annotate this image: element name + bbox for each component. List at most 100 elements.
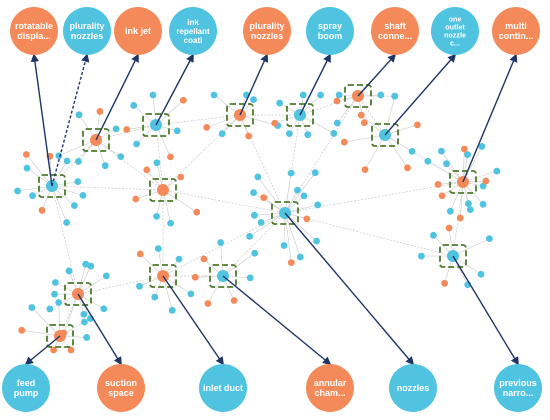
network-node[interactable] xyxy=(117,153,125,161)
network-node[interactable] xyxy=(479,182,487,190)
network-node[interactable] xyxy=(52,279,59,286)
network-node[interactable] xyxy=(167,219,174,227)
network-node[interactable] xyxy=(100,305,108,313)
network-node[interactable] xyxy=(67,346,75,354)
network-node[interactable] xyxy=(230,297,238,304)
network-node[interactable] xyxy=(430,231,437,239)
network-node[interactable] xyxy=(257,219,265,226)
network-node[interactable] xyxy=(187,290,195,298)
network-node[interactable] xyxy=(296,253,304,261)
network-node[interactable] xyxy=(74,158,82,165)
network-node[interactable] xyxy=(479,200,487,208)
network-node[interactable] xyxy=(65,267,73,275)
network-node[interactable] xyxy=(75,111,83,119)
network-node[interactable] xyxy=(14,187,21,195)
network-node[interactable] xyxy=(330,130,338,137)
network-node[interactable] xyxy=(175,255,183,263)
network-node[interactable] xyxy=(80,310,88,318)
network-node[interactable] xyxy=(63,157,71,165)
network-node[interactable] xyxy=(79,191,87,199)
network-node[interactable] xyxy=(333,119,341,127)
network-node[interactable] xyxy=(254,173,262,181)
network-node[interactable] xyxy=(304,131,312,139)
network-node[interactable] xyxy=(460,145,468,153)
network-node[interactable] xyxy=(271,119,279,127)
callout-node-inlet-duct[interactable]: inlet duct xyxy=(199,364,247,412)
network-node[interactable] xyxy=(96,108,104,115)
network-node[interactable] xyxy=(280,242,288,249)
network-node[interactable] xyxy=(153,159,161,167)
network-node[interactable] xyxy=(55,299,63,306)
network-node[interactable] xyxy=(18,326,26,334)
network-node[interactable] xyxy=(245,132,253,140)
network-node[interactable] xyxy=(260,194,268,202)
network-node[interactable] xyxy=(46,305,54,313)
network-node[interactable] xyxy=(136,282,143,290)
network-node[interactable] xyxy=(173,127,181,135)
network-node[interactable] xyxy=(482,177,490,185)
network-node[interactable] xyxy=(28,304,36,311)
network-node[interactable] xyxy=(133,140,140,148)
callout-node-nozzles[interactable]: nozzles xyxy=(389,364,437,412)
network-node[interactable] xyxy=(340,138,348,146)
network-node[interactable] xyxy=(286,130,293,138)
network-node[interactable] xyxy=(87,262,95,270)
network-node[interactable] xyxy=(441,279,448,287)
network-node[interactable] xyxy=(438,192,446,200)
network-node[interactable] xyxy=(287,169,295,177)
network-node[interactable] xyxy=(456,214,464,222)
network-node[interactable] xyxy=(446,207,454,215)
network-node[interactable] xyxy=(63,219,71,226)
network-node[interactable] xyxy=(417,252,425,260)
network-node[interactable] xyxy=(357,111,365,119)
network-node[interactable] xyxy=(333,97,341,105)
network-node[interactable] xyxy=(210,91,218,99)
network-node[interactable] xyxy=(250,189,257,196)
network-node[interactable] xyxy=(317,91,324,99)
network-node[interactable] xyxy=(55,152,63,160)
network-node[interactable] xyxy=(314,201,322,209)
network-node[interactable] xyxy=(360,119,368,127)
callout-node-previous[interactable]: previousnarro... xyxy=(494,364,542,412)
network-node[interactable] xyxy=(486,235,493,243)
network-node[interactable] xyxy=(218,130,226,138)
network-node[interactable] xyxy=(300,192,308,200)
network-node[interactable] xyxy=(74,178,82,186)
network-node[interactable] xyxy=(151,293,159,301)
network-node[interactable] xyxy=(193,208,201,216)
network-node[interactable] xyxy=(443,160,450,168)
network-node[interactable] xyxy=(38,206,46,214)
network-node[interactable] xyxy=(217,239,225,246)
network-node[interactable] xyxy=(276,99,284,107)
network-node[interactable] xyxy=(123,126,131,133)
network-node[interactable] xyxy=(335,91,343,99)
network-node[interactable] xyxy=(303,215,311,223)
network-node[interactable] xyxy=(23,164,31,172)
network-node[interactable] xyxy=(246,274,254,282)
network-node[interactable] xyxy=(83,334,91,341)
network-node[interactable] xyxy=(132,195,140,203)
network-node[interactable] xyxy=(445,224,453,232)
callout-node-multi[interactable]: multicontin... xyxy=(492,7,540,55)
network-node[interactable] xyxy=(414,121,421,129)
network-node[interactable] xyxy=(154,245,162,253)
network-node[interactable] xyxy=(22,151,30,158)
network-node[interactable] xyxy=(29,192,36,200)
callout-node-annular[interactable]: annularcham... xyxy=(306,364,354,412)
network-node[interactable] xyxy=(377,91,385,99)
callout-node-rotatable[interactable]: rotatabledispla... xyxy=(10,7,58,55)
callout-node-one-outlet[interactable]: oneoutletnozzlec... xyxy=(431,7,479,55)
network-node[interactable] xyxy=(477,270,485,278)
network-node[interactable] xyxy=(51,290,58,298)
network-node[interactable] xyxy=(250,96,257,104)
network-node[interactable] xyxy=(143,166,151,174)
network-node[interactable] xyxy=(153,212,160,220)
network-node[interactable] xyxy=(404,164,411,172)
network-node[interactable] xyxy=(391,92,399,100)
